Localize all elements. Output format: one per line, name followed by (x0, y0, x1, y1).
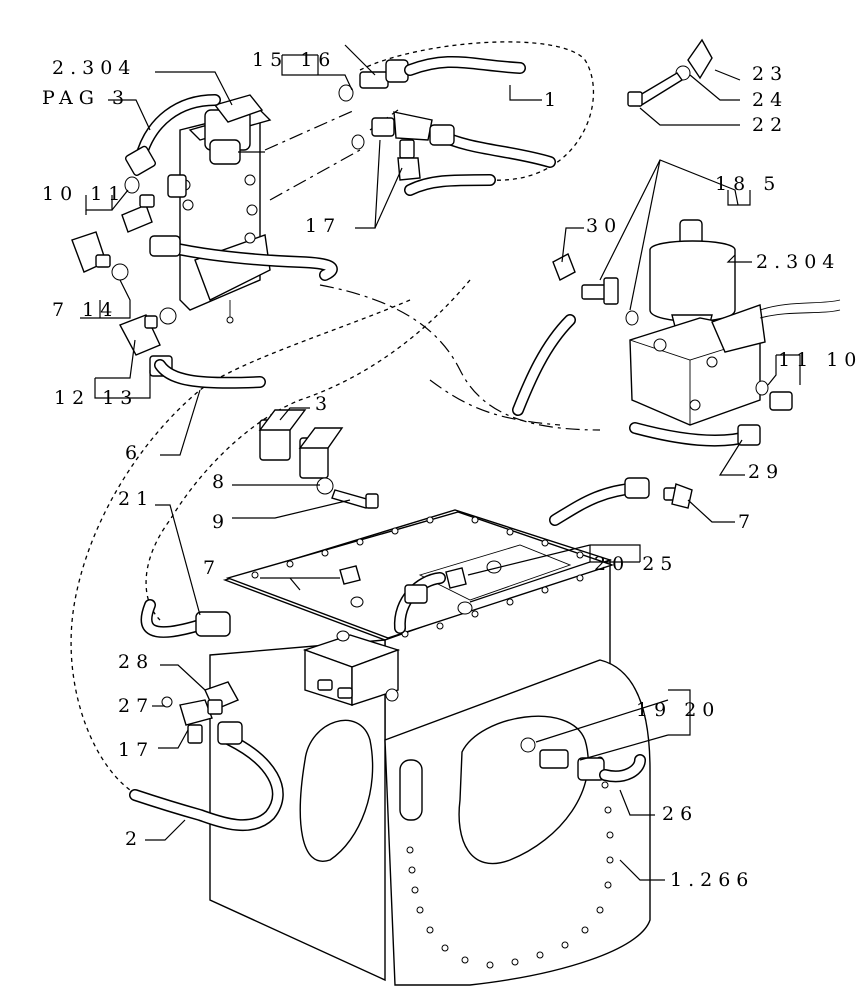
label-7-right: 7 (738, 511, 756, 533)
top-right-clamp (627, 38, 713, 107)
routing-lines (70, 41, 601, 791)
clamp-3 (258, 409, 379, 509)
label-11-10-right: 11 10 (778, 349, 856, 371)
label-21: 21 (118, 488, 154, 510)
label-20-25: 20 25 (594, 553, 678, 575)
hose-14 (149, 235, 338, 281)
left-lower-fittings (129, 681, 284, 832)
label-2: 2 (125, 828, 143, 850)
label-2-304-top: 2.304 (52, 57, 136, 79)
label-26: 26 (662, 803, 698, 825)
label-29: 29 (748, 461, 784, 483)
leader-lines (80, 44, 801, 881)
label-8: 8 (212, 471, 230, 493)
label-6: 6 (125, 442, 143, 464)
label-27: 27 (118, 695, 154, 717)
hose-20-25 (393, 572, 446, 634)
top-cover-plate (225, 511, 615, 639)
valve-block-assembly (167, 94, 272, 324)
right-fittings (512, 253, 761, 526)
label-pag-3: PAG 3 (42, 87, 130, 109)
label-10-11-left: 10 11 (42, 183, 126, 205)
label-15-16: 15 16 (252, 49, 336, 71)
label-28: 28 (118, 651, 154, 673)
callout-labels: 2.304 PAG 3 15 16 1 23 24 22 10 11 17 18… (42, 49, 856, 891)
hose-21 (140, 599, 231, 639)
housing-bolt-holes (406, 756, 614, 969)
label-7-14: 7 14 (52, 299, 118, 321)
label-17-top: 17 (305, 215, 341, 237)
left-fittings (71, 176, 177, 377)
label-9: 9 (212, 511, 230, 533)
label-3: 3 (315, 393, 333, 415)
top-center-fittings (338, 56, 556, 196)
label-18-5: 18 5 (715, 173, 781, 195)
label-17-bottom: 17 (118, 739, 154, 761)
label-23: 23 (752, 63, 788, 85)
hose-pag3 (125, 94, 221, 176)
accumulator-assembly (629, 219, 841, 426)
label-12-13: 12 13 (54, 387, 138, 409)
label-22: 22 (752, 114, 788, 136)
manifold-block (302, 565, 473, 706)
label-2-304-right: 2.304 (756, 251, 840, 273)
label-24: 24 (752, 89, 788, 111)
label-30: 30 (586, 215, 622, 237)
label-1: 1 (544, 89, 562, 111)
label-1-266: 1.266 (670, 869, 754, 891)
label-19-20: 19 20 (636, 699, 720, 721)
label-7-mid: 7 (203, 557, 221, 579)
right-lower-fittings (520, 737, 646, 783)
hose-6 (154, 359, 266, 389)
